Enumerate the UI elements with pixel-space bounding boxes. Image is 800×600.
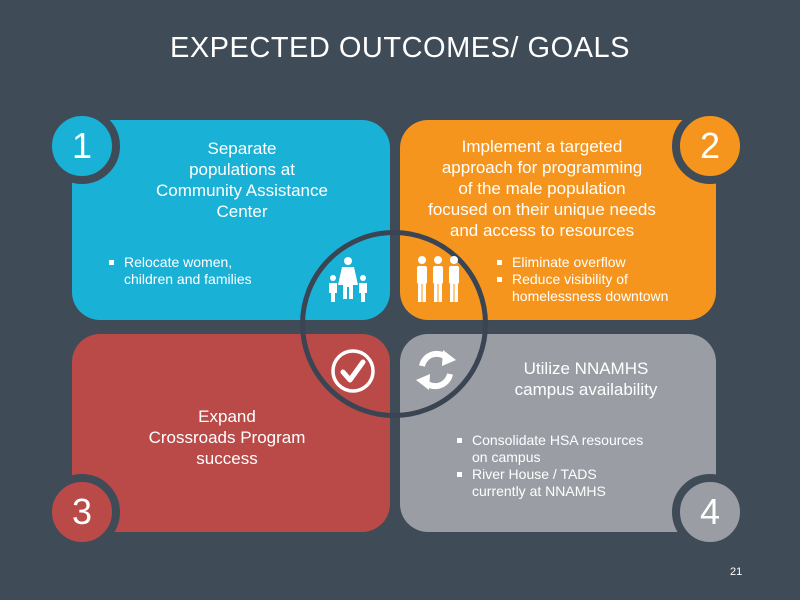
card-4-heading: Utilize NNAMHS campus availability	[514, 359, 658, 399]
number-badge-3: 3	[44, 474, 120, 550]
checkmark-icon	[331, 349, 375, 393]
number-badge-4: 4	[672, 474, 748, 550]
card-2: Implement a targeted approach for progra…	[400, 120, 716, 320]
bullet-item: Eliminate overflow	[496, 254, 716, 271]
center-ring	[300, 230, 488, 418]
card-1: Separate populations at Community Assist…	[72, 120, 390, 320]
family-icon	[329, 257, 367, 302]
number-badge-1: 1	[44, 108, 120, 184]
slide-title: EXPECTED OUTCOMES/ GOALS	[170, 32, 630, 64]
card-1-heading: Separate populations at Community Assist…	[156, 139, 328, 221]
card-1-bullets: Relocate women,children and families	[108, 254, 308, 288]
number-badge-2: 2	[672, 108, 748, 184]
card-3-heading: Expand Crossroads Program success	[148, 407, 306, 468]
men-group-icon	[417, 256, 459, 302]
page-number: 21	[730, 566, 743, 578]
card-4: Utilize NNAMHS campus availability Conso…	[400, 334, 716, 532]
refresh-icon	[416, 350, 456, 390]
bullet-item: Relocate women,children and families	[108, 254, 308, 288]
card-2-heading: Implement a targeted approach for progra…	[428, 137, 656, 240]
